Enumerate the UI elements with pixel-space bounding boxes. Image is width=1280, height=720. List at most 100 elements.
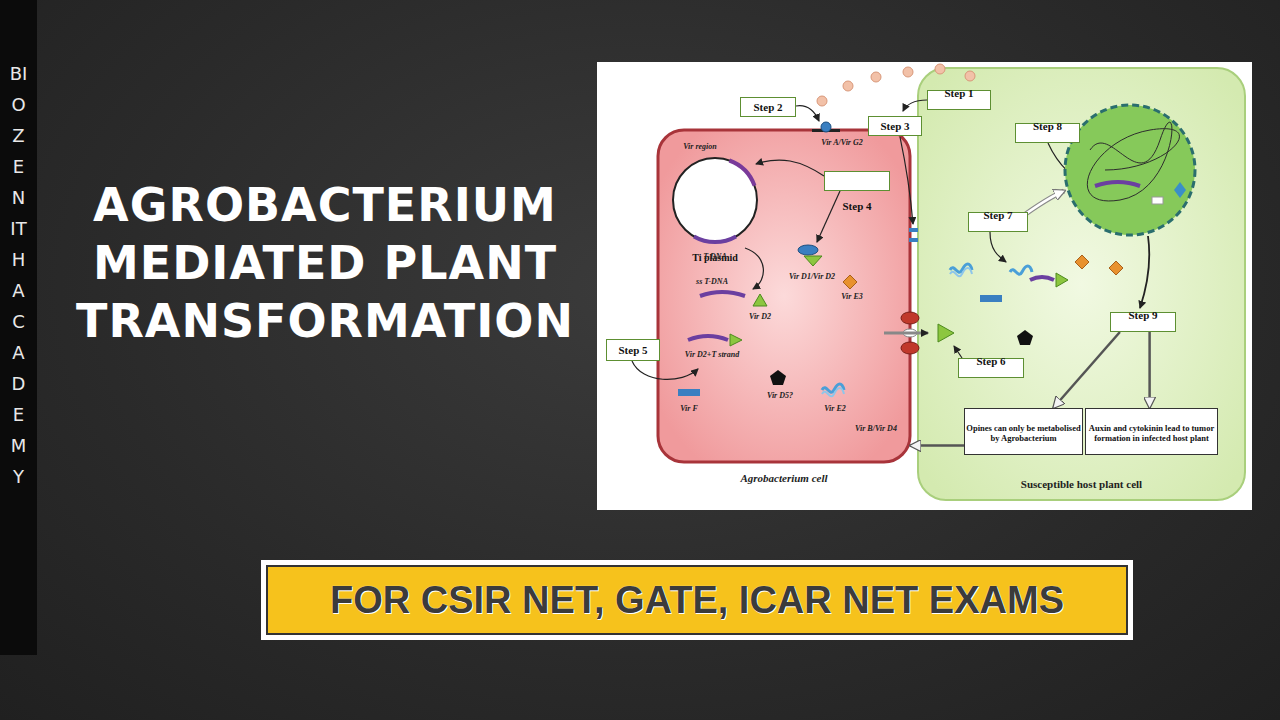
membrane-pore	[909, 228, 918, 232]
part-label: Vir E2	[824, 404, 846, 413]
figure-panel	[597, 62, 1252, 510]
step-label: Step 6	[959, 355, 1023, 367]
nucleus	[1087, 122, 1179, 201]
vir-proteins	[770, 370, 786, 385]
step-box: Step 9	[1110, 312, 1176, 332]
leader-arrows	[954, 346, 962, 358]
step-box: Step 7	[968, 212, 1028, 232]
step-box: Step 4	[824, 171, 890, 191]
flow-arrow	[910, 444, 964, 447]
vir-proteins	[700, 292, 745, 296]
host-proteins	[1075, 255, 1089, 269]
cell-caption: Susceptible host plant cell	[918, 478, 1245, 490]
ti-plasmid: Ti plasmid	[673, 158, 757, 242]
note-box: Opines can only be metabolised by Agroba…	[964, 408, 1083, 455]
leader-arrows	[900, 137, 913, 224]
membrane-pore	[884, 332, 928, 335]
signal-molecules	[817, 96, 827, 106]
membrane-pore	[884, 228, 954, 354]
leader-arrows	[632, 361, 698, 379]
cell-caption: Agrobacterium cell	[658, 472, 910, 484]
step-box: Step 5	[606, 339, 660, 361]
host-proteins	[1109, 261, 1123, 275]
leader-arrows	[632, 100, 1149, 379]
host-proteins	[1010, 266, 1032, 274]
vir-proteins	[822, 388, 844, 396]
nucleus	[1065, 105, 1195, 235]
note-text: Auxin and cytokinin lead to tumor format…	[1086, 424, 1217, 444]
vir-proteins	[678, 389, 700, 396]
flow-arrow	[1148, 332, 1151, 408]
host-proteins	[950, 268, 972, 276]
vira-receptor	[821, 122, 831, 132]
ti-plasmid-ring	[673, 158, 757, 242]
part-label: Vir D2	[749, 312, 771, 321]
leader-arrows	[817, 191, 840, 242]
membrane-pore	[909, 238, 918, 242]
signal-molecules	[843, 81, 853, 91]
step-box: Step 3	[868, 116, 922, 136]
signal-molecules	[935, 64, 945, 74]
host-plant-cell: Susceptible host plant cell Step 1 Step 8 S…	[918, 68, 1245, 500]
host-cell-body	[918, 68, 1245, 500]
exam-banner: FOR CSIR NET, GATE, ICAR NET EXAMS	[266, 565, 1128, 635]
part-label: Vir E3	[841, 292, 863, 301]
step-box: Step 2	[740, 97, 796, 117]
part-label: Vir F	[680, 404, 698, 413]
part-label: Vir region	[683, 142, 717, 151]
brand-band: BIOZENITH ACADEMY	[0, 0, 37, 655]
step-label: Step 2	[753, 101, 782, 113]
vir-proteins	[678, 245, 857, 396]
part-label: Vir D1/Vir D2	[789, 272, 835, 281]
ti-plasmid-ring	[729, 161, 754, 186]
part-label: Vir B/Vir D4	[855, 424, 897, 433]
leader-arrows	[1140, 236, 1149, 308]
agrobacterium-cell-body	[658, 130, 910, 462]
step-label: Step 3	[880, 120, 909, 132]
page-title: AGROBACTERIUM MEDIATED PLANT TRANSFORMAT…	[55, 176, 595, 350]
note-text: Opines can only be metabolised by Agroba…	[965, 424, 1082, 444]
part-label: Vir D5?	[767, 391, 793, 400]
ti-plasmid-ring	[694, 236, 736, 242]
brand-name: BIOZENITH ACADEMY	[10, 58, 28, 492]
vir-proteins	[688, 336, 728, 340]
part-label: Vir A/Vir G2	[821, 138, 863, 147]
leader-arrows	[796, 106, 819, 121]
flow-arrow	[1053, 332, 1120, 408]
step-label: Step 5	[618, 344, 647, 356]
step-label: Step 4	[825, 200, 889, 212]
step-label: Step 9	[1111, 309, 1175, 321]
step-label: Step 8	[1016, 120, 1079, 132]
vira-receptor	[812, 122, 840, 132]
nucleus	[1174, 182, 1186, 198]
part-label: T-DNA	[703, 252, 727, 261]
nucleus	[1065, 105, 1195, 235]
signal-molecules	[871, 72, 881, 82]
leader-arrows	[756, 160, 824, 176]
vir-proteins	[804, 256, 822, 266]
vir-proteins	[730, 334, 742, 346]
leader-arrows	[903, 100, 927, 111]
membrane-pore	[938, 324, 954, 342]
host-proteins	[1030, 277, 1054, 280]
step-label: Step 7	[969, 209, 1027, 221]
signal-molecules	[903, 67, 913, 77]
vir-proteins	[843, 275, 857, 289]
host-proteins	[1056, 273, 1068, 287]
host-proteins	[950, 255, 1123, 345]
leader-arrows	[745, 248, 763, 289]
note-box: Auxin and cytokinin lead to tumor format…	[1085, 408, 1218, 455]
exam-banner-text: FOR CSIR NET, GATE, ICAR NET EXAMS	[330, 579, 1064, 622]
nucleus	[1095, 182, 1140, 186]
vir-proteins	[798, 245, 818, 255]
vir-proteins	[753, 294, 767, 306]
nucleus	[1152, 197, 1163, 204]
step-label: Step 1	[928, 87, 990, 99]
part-label: ss T-DNA	[696, 277, 728, 286]
signal-molecules	[965, 71, 975, 81]
host-proteins	[1017, 330, 1033, 345]
host-proteins	[980, 295, 1002, 302]
ti-plasmid-ring	[673, 158, 757, 242]
part-label: Vir D2+T strand	[685, 350, 739, 359]
